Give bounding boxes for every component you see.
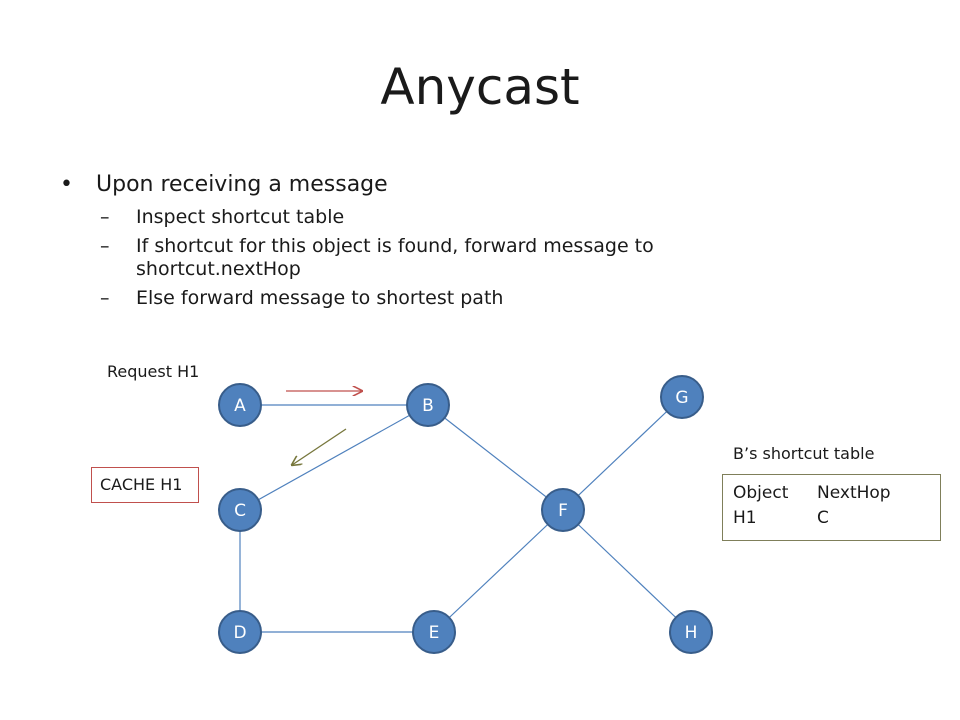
slide-title: Anycast: [380, 58, 580, 116]
bullet-marker: •: [60, 172, 73, 197]
sub-bullet-item: – Inspect shortcut table: [60, 206, 760, 229]
node-label: H: [685, 623, 698, 643]
shortcut-table: Object NextHop H1 C: [722, 474, 941, 541]
node-label: E: [429, 623, 440, 643]
edge-b-f: [427, 404, 564, 511]
node-e: E: [412, 610, 456, 654]
bullet-item: • Upon receiving a message: [60, 170, 760, 200]
bullet-list: • Upon receiving a message – Inspect sho…: [60, 170, 760, 310]
edge-f-g: [562, 396, 683, 511]
node-circle: [412, 610, 456, 654]
edges-group: [239, 396, 692, 633]
node-circle: [218, 383, 262, 427]
node-c: C: [218, 488, 262, 532]
node-circle: [541, 488, 585, 532]
reply-arrow: [292, 428, 347, 465]
table-header-nexthop: NextHop: [817, 483, 891, 503]
bullet-text: Upon receiving a message: [96, 172, 388, 197]
table-header-row: Object NextHop: [733, 481, 940, 506]
sub-bullet-item: – Else forward message to shortest path: [60, 287, 760, 310]
cache-label: CACHE H1: [91, 467, 199, 503]
node-circle: [218, 488, 262, 532]
sub-bullet-item: – If shortcut for this object is found, …: [60, 235, 760, 281]
node-circle: [218, 610, 262, 654]
sub-bullet-text: Else forward message to shortest path: [136, 287, 504, 309]
node-label: D: [233, 623, 246, 643]
node-label: F: [558, 501, 568, 521]
node-label: G: [675, 388, 688, 408]
sub-bullet-marker: –: [100, 287, 110, 309]
node-label: C: [234, 501, 246, 521]
edge-b-c: [239, 404, 429, 511]
sub-bullet-marker: –: [100, 235, 110, 257]
node-label: A: [234, 396, 246, 416]
edge-e-f: [433, 509, 564, 633]
node-h: H: [669, 610, 713, 654]
node-circle: [669, 610, 713, 654]
sub-bullet-text: Inspect shortcut table: [136, 206, 345, 228]
node-a: A: [218, 383, 262, 427]
nodes-group: A B G C F D E H: [218, 375, 713, 654]
node-d: D: [218, 610, 262, 654]
sub-bullet-text: If shortcut for this object is found, fo…: [136, 235, 654, 280]
request-label: Request H1: [107, 362, 200, 381]
edge-f-h: [562, 509, 692, 633]
table-header-object: Object: [733, 483, 789, 503]
sub-bullet-marker: –: [100, 206, 110, 228]
node-b: B: [406, 383, 450, 427]
node-circle: [660, 375, 704, 419]
table-cell-object: H1: [733, 508, 757, 528]
node-label: B: [422, 396, 434, 416]
table-cell-nexthop: C: [817, 508, 829, 528]
node-g: G: [660, 375, 704, 419]
node-circle: [406, 383, 450, 427]
node-f: F: [541, 488, 585, 532]
table-row: H1 C: [733, 506, 940, 531]
shortcut-table-caption: B’s shortcut table: [733, 444, 875, 463]
